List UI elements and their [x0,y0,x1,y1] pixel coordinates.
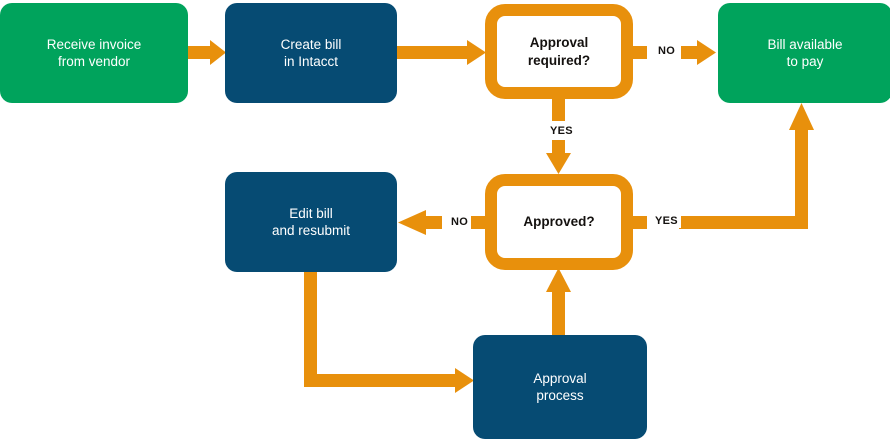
node-approval-process[interactable]: Approval process [473,335,647,439]
node-approval-required[interactable]: Approval required? [485,4,633,99]
edge-required-to-approved-yes [546,99,571,174]
edge-create-to-required [397,40,486,65]
edge-process-to-approved [546,268,571,337]
edge-label-no-approved: NO [448,215,472,229]
edge-label-yes-approval-required: YES [547,124,576,138]
node-edit-bill-label: Edit bill and resubmit [271,205,351,238]
edge-required-to-bill-no [633,40,716,65]
edge-label-yes-approved: YES [652,214,681,228]
node-bill-available-label: Bill available to pay [767,36,843,69]
node-approval-process-label: Approval process [533,370,587,403]
node-receive-invoice[interactable]: Receive invoice from vendor [0,3,188,103]
node-edit-bill[interactable]: Edit bill and resubmit [225,172,397,272]
edge-approved-to-bill-yes [633,103,814,229]
edge-receive-to-create [188,40,226,65]
node-approval-required-label: Approval required? [527,35,591,68]
node-create-bill-label: Create bill in Intacct [280,36,342,69]
node-approved[interactable]: Approved? [485,174,633,270]
edge-approved-to-edit-no [398,210,485,235]
node-bill-available[interactable]: Bill available to pay [718,3,890,103]
node-create-bill[interactable]: Create bill in Intacct [225,3,397,103]
edge-label-no-approval-required: NO [655,44,679,58]
node-approved-label: Approved? [523,214,595,230]
edge-edit-to-process [304,272,474,393]
node-receive-invoice-label: Receive invoice from vendor [46,36,142,69]
